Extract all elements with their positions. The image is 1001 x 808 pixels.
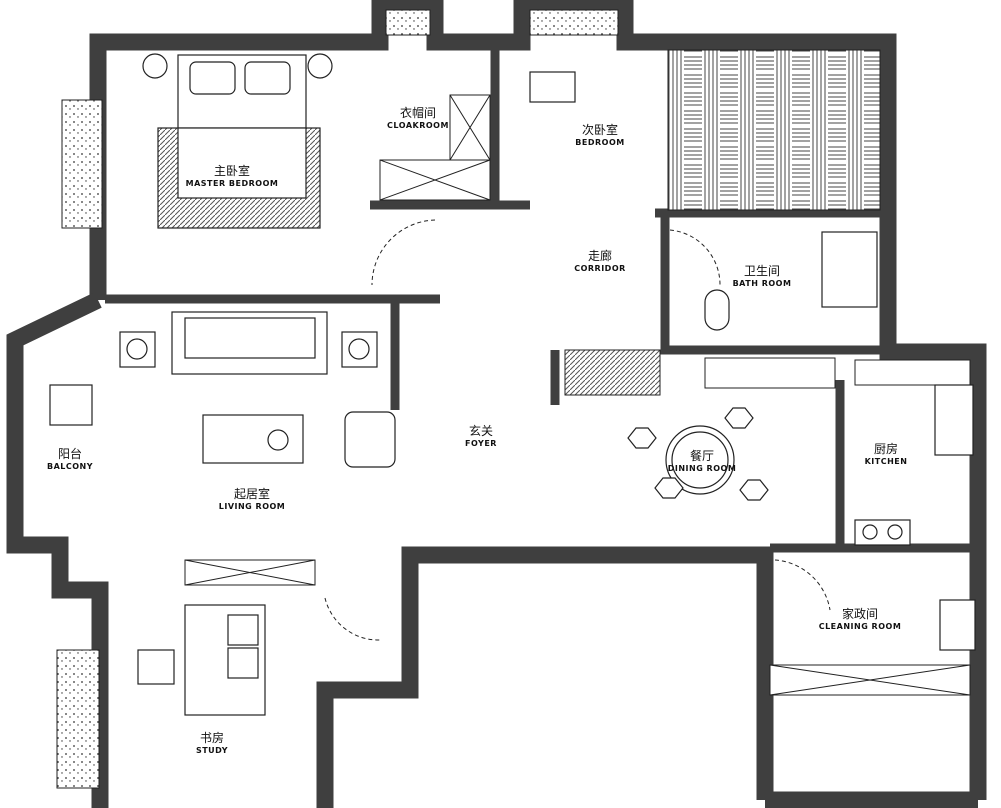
room-name-cn: 书房 [199,731,225,745]
room-name-en: KITCHEN [864,456,908,466]
furniture [49,53,976,716]
room-name-en: FOYER [465,438,497,448]
room-name-cn: 厨房 [873,442,899,456]
cabinets [184,94,971,696]
room-name-cn: 阳台 [57,447,83,461]
bedroom-floor-pattern [667,49,881,211]
room-name-cn: 次卧室 [581,123,618,137]
room-name-en: DINING ROOM [667,463,737,473]
room-name-cn: 卫生间 [743,264,781,278]
interior-walls [105,50,978,553]
room-name-en: CLEANING ROOM [818,621,902,631]
room-name-cn: 家政间 [841,607,879,621]
room-name-cn: 玄关 [468,424,493,438]
room-name-en: BATH ROOM [732,278,792,288]
room-name-en: BALCONY [46,461,94,471]
dining-stools [627,407,769,501]
room-name-cn: 餐厅 [689,449,714,463]
room-name-en: LIVING ROOM [218,501,286,511]
room-name-en: MASTER BEDROOM [185,178,279,188]
room-name-cn: 主卧室 [213,164,250,178]
room-name-cn: 走廊 [587,249,613,263]
room-name-cn: 衣帽间 [399,106,437,120]
windows [56,9,619,789]
room-name-en: CORRIDOR [574,263,626,273]
door-swings [324,219,831,641]
outer-walls [6,0,987,808]
room-name-en: STUDY [195,745,229,755]
room-name-cn: 起居室 [233,487,271,501]
room-name-en: CLOAKROOM [387,120,449,130]
room-name-en: BEDROOM [575,137,625,147]
